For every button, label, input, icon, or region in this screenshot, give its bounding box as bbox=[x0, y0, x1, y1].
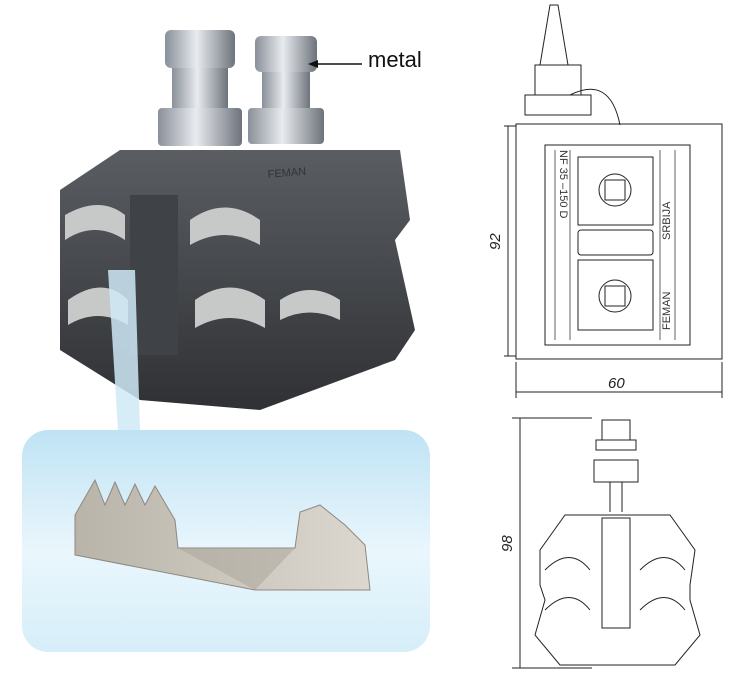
embossed-brand: FEMAN bbox=[267, 166, 306, 181]
height-dimension-98: 98 bbox=[499, 535, 516, 552]
width-dimension-60: 60 bbox=[608, 375, 625, 392]
height-dimension-92: 92 bbox=[490, 233, 504, 250]
top-view-drawing: 92 60 NF 35 –150 D SRBIJA FEMAN bbox=[490, 4, 723, 398]
marking-srbija: SRBIJA bbox=[661, 201, 673, 240]
blade-illustration bbox=[74, 478, 371, 591]
callout-pointer bbox=[108, 270, 140, 430]
bolt-right bbox=[248, 36, 324, 144]
bolt-left bbox=[158, 30, 242, 146]
side-view-drawing: 98 bbox=[499, 417, 701, 669]
marking-feman: FEMAN bbox=[661, 291, 673, 330]
metal-label: metal bbox=[368, 47, 422, 72]
marking-model: NF 35 –150 D bbox=[557, 150, 569, 219]
